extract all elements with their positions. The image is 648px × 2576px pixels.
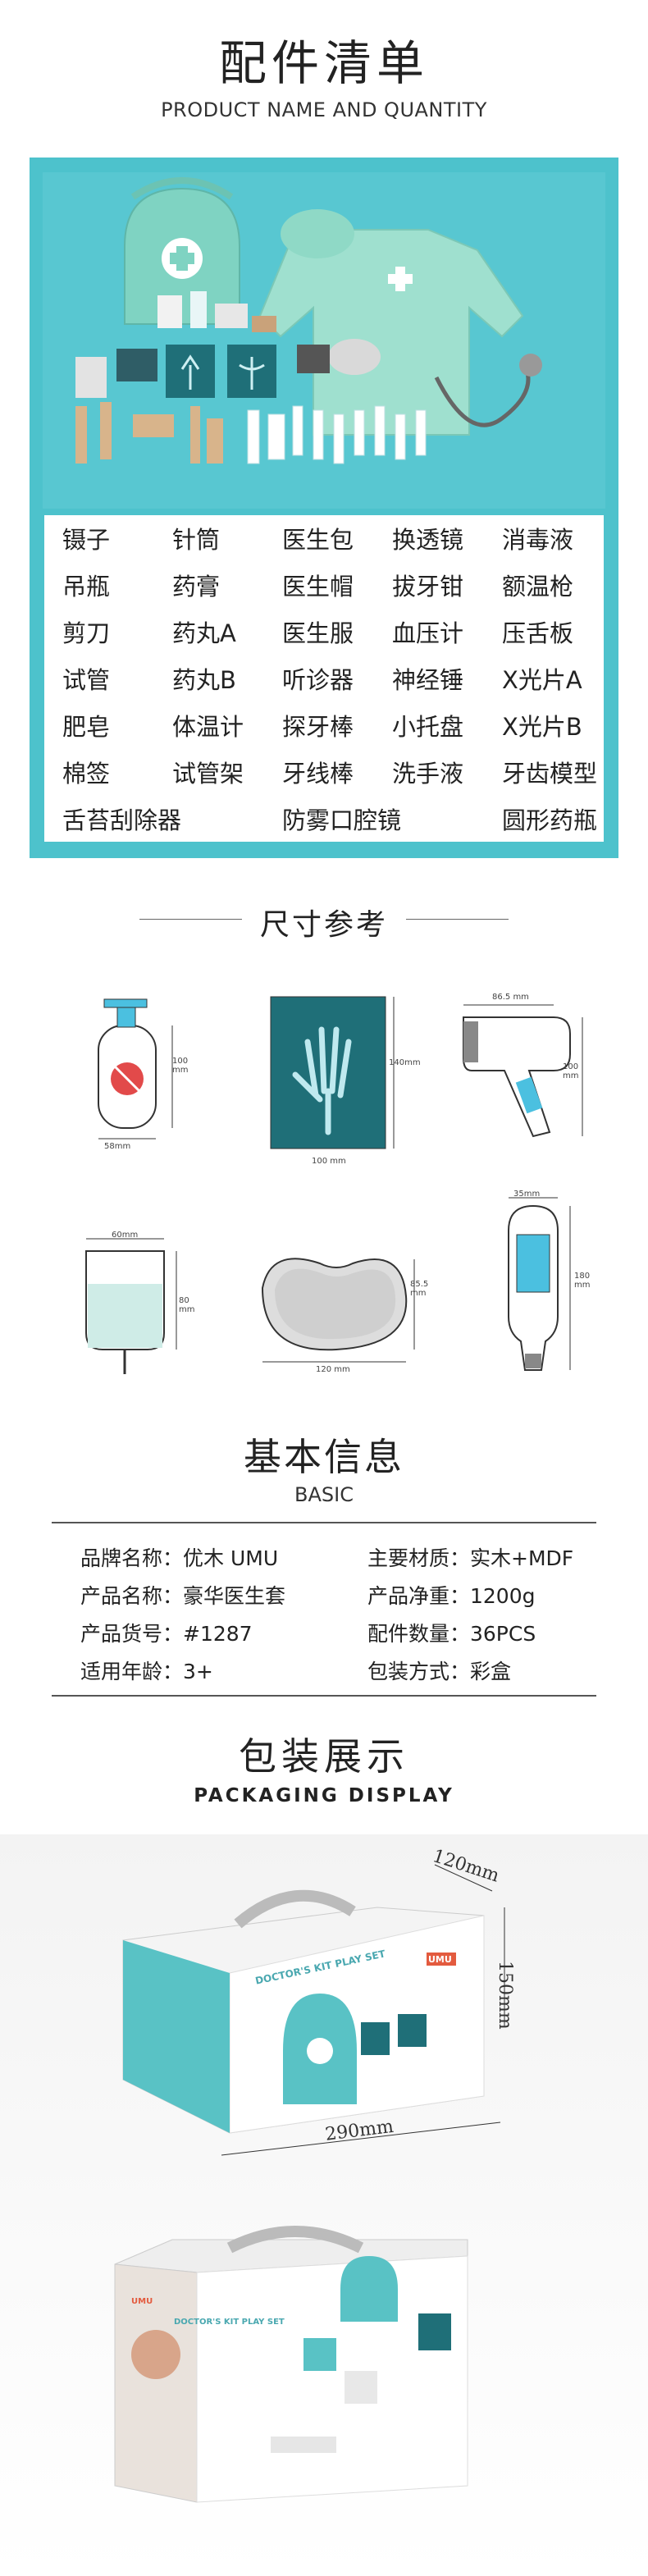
divider xyxy=(139,919,242,920)
list-item: 针筒 xyxy=(172,526,221,554)
list-item: 探牙棒 xyxy=(282,713,354,741)
list-item: X光片A xyxy=(502,666,582,694)
list-item: 小托盘 xyxy=(392,713,464,741)
list-item: 棉签 xyxy=(62,760,111,788)
info-material: 主要材质：实木+MDF xyxy=(367,1546,574,1570)
list-item: 剪刀 xyxy=(62,619,111,647)
doctor-coat-illustration xyxy=(258,209,524,436)
list-item: 医生服 xyxy=(282,619,354,647)
tray-drawing xyxy=(261,1258,415,1363)
list-row: 舌苔刮除器 防雾口腔镜 圆形药瓶 xyxy=(44,797,604,844)
list-item: 体温计 xyxy=(172,713,244,741)
info-brand: 品牌名称：优木 UMU xyxy=(80,1546,279,1570)
package-box-front xyxy=(122,1864,505,2156)
packaging-title: 包装展示 xyxy=(239,1734,409,1779)
list-item: 拔牙钳 xyxy=(392,573,464,601)
list-item: 防雾口腔镜 xyxy=(282,806,402,834)
list-item: 牙齿模型 xyxy=(502,760,598,788)
info-count: 配件数量：36PCS xyxy=(367,1622,536,1646)
soap-bottle-drawing xyxy=(98,998,173,1140)
list-row: 棉签 试管架 牙线棒 洗手液 牙齿模型 xyxy=(44,751,604,797)
iv-bag-drawing xyxy=(85,1238,177,1374)
box-back-brand-label: UMU xyxy=(131,2297,153,2306)
soap-width-label: 58mm xyxy=(104,1142,131,1151)
list-item: 舌苔刮除器 xyxy=(62,806,182,834)
basic-title: 基本信息 xyxy=(244,1435,404,1479)
list-item: 药丸A xyxy=(172,619,236,647)
divider xyxy=(52,1522,596,1523)
list-item: 医生帽 xyxy=(282,573,354,601)
product-photo xyxy=(43,172,605,509)
size-title: 尺寸参考 xyxy=(259,908,388,942)
list-item: 听诊器 xyxy=(282,666,354,694)
info-weight: 产品净重：1200g xyxy=(367,1584,536,1608)
basic-subtitle: BASIC xyxy=(294,1483,354,1506)
list-item: 医生包 xyxy=(282,526,354,554)
list-row: 剪刀 药丸A 医生服 血压计 压舌板 xyxy=(44,610,604,657)
list-title: 配件清单 xyxy=(218,35,429,91)
therm2-height-label: 180 mm xyxy=(574,1272,591,1290)
therm2-width-label: 35mm xyxy=(513,1190,541,1199)
list-item: 换透镜 xyxy=(392,526,464,554)
xray-drawing xyxy=(270,996,395,1149)
box-back-title-label: DOCTOR'S KIT PLAY SET xyxy=(174,2318,285,2327)
info-sku: 产品货号：#1287 xyxy=(80,1622,253,1646)
list-item: 镊子 xyxy=(62,526,111,554)
info-packaging: 包装方式：彩盒 xyxy=(367,1660,512,1683)
list-item: 血压计 xyxy=(392,619,464,647)
list-item: 吊瓶 xyxy=(62,573,111,601)
list-item: 神经锤 xyxy=(392,666,464,694)
divider xyxy=(52,1695,596,1697)
xray-height-label: 140mm xyxy=(389,1058,421,1067)
info-product-name: 产品名称：豪华医生套 xyxy=(80,1584,286,1608)
list-item: 肥皂 xyxy=(62,713,111,741)
thermometer-drawing xyxy=(508,1197,571,1371)
xray-width-label: 100 mm xyxy=(312,1157,346,1166)
list-item: 试管架 xyxy=(172,760,244,788)
thermo-height-label: 100 mm xyxy=(563,1062,579,1080)
doctor-bag-illustration xyxy=(124,177,240,325)
list-item: X光片B xyxy=(502,713,582,741)
package-box-back xyxy=(114,2226,468,2503)
list-row: 试管 药丸B 听诊器 神经锤 X光片A xyxy=(44,657,604,704)
box-height-label: 150mm xyxy=(495,1961,515,2030)
accessory-list: 镊子 针筒 医生包 换透镜 消毒液 吊瓶 药膏 医生帽 拔牙钳 额温枪 剪刀 药… xyxy=(44,515,604,842)
list-item: 消毒液 xyxy=(502,526,574,554)
packaging-subtitle: PACKAGING DISPLAY xyxy=(194,1785,454,1806)
bag-height-label: 80 mm xyxy=(179,1296,195,1314)
soap-height-label: 100 mm xyxy=(172,1057,189,1075)
tray-width-label: 120 mm xyxy=(316,1365,350,1374)
list-row: 吊瓶 药膏 医生帽 拔牙钳 额温枪 xyxy=(44,564,604,610)
list-item: 洗手液 xyxy=(392,760,464,788)
list-item: 药膏 xyxy=(172,573,221,601)
bag-width-label: 60mm xyxy=(112,1231,139,1240)
list-item: 试管 xyxy=(62,666,111,694)
list-item: 药丸B xyxy=(172,666,236,694)
box-brand-label: UMU xyxy=(428,1954,452,1965)
list-row: 肥皂 体温计 探牙棒 小托盘 X光片B xyxy=(44,704,604,751)
list-item: 压舌板 xyxy=(502,619,574,647)
list-item: 牙线棒 xyxy=(282,760,354,788)
info-age: 适用年龄：3+ xyxy=(80,1660,213,1683)
list-subtitle: PRODUCT NAME AND QUANTITY xyxy=(161,98,487,121)
divider xyxy=(406,919,509,920)
tray-height-label: 85.5 mm xyxy=(410,1280,429,1298)
thermometer-gun-drawing xyxy=(463,1004,583,1138)
list-item: 额温枪 xyxy=(502,573,574,601)
list-row: 镊子 针筒 医生包 换透镜 消毒液 xyxy=(44,517,604,564)
thermo-width-label: 86.5 mm xyxy=(492,993,529,1002)
list-item: 圆形药瓶 xyxy=(502,806,598,834)
